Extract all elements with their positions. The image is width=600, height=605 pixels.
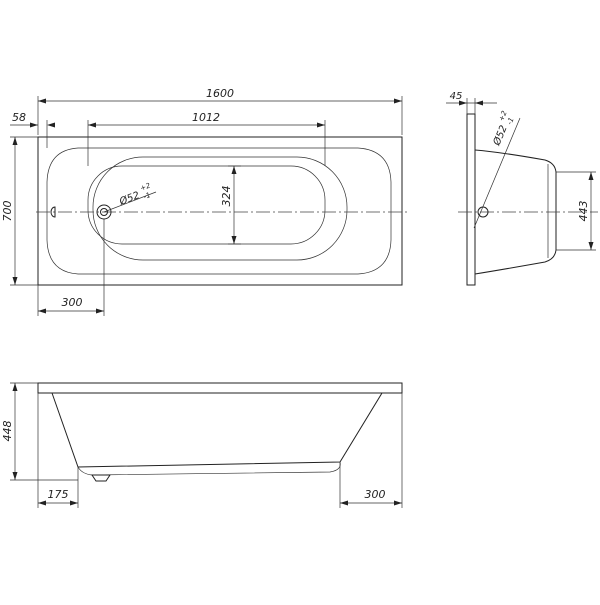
dim-448-arrow-bottom — [12, 472, 18, 480]
dim-58-arrow — [30, 122, 38, 128]
dim-324-arrow-bottom — [231, 236, 237, 244]
dim-443-label: 443 — [577, 201, 590, 222]
dim-58-arrow-inner — [47, 122, 55, 128]
side-drain-leader — [473, 117, 521, 229]
dim-1012-label: 1012 — [192, 111, 220, 124]
dim-175-label: 175 — [48, 488, 69, 501]
side-drain-diameter-label: Ø52 — [490, 124, 509, 149]
dim-700-arrow-bottom — [12, 277, 18, 285]
dim-1012-arrow-right — [317, 122, 325, 128]
dim-443-arrow-bottom — [588, 242, 594, 250]
drain-leader-line — [103, 191, 157, 213]
top-outer-rim — [37, 136, 403, 286]
dim-300-front-arrow-left — [340, 500, 348, 506]
overflow-icon — [50, 206, 56, 218]
side-drain-callout: Ø52 +2 -1 — [490, 109, 516, 149]
dim-300-front-label: 300 — [365, 488, 386, 501]
dim-700-label: 700 — [1, 201, 14, 222]
dim-324-arrow-top — [231, 166, 237, 174]
dim-448-label: 448 — [1, 421, 14, 442]
front-rim — [37, 382, 403, 394]
top-view: 1600 1012 58 700 324 300 — [1, 87, 410, 316]
drain-diameter-label: Ø52 — [117, 189, 141, 208]
dim-300-front-arrow-right — [394, 500, 402, 506]
top-basin-outline — [46, 147, 392, 275]
dim-448-arrow-top — [12, 383, 18, 391]
top-inner-basin-outer — [92, 156, 348, 261]
drain-inner-circle — [100, 208, 108, 216]
dim-45-arrow-left — [459, 100, 467, 106]
dim-1012-arrow-left — [88, 122, 96, 128]
side-rim — [466, 113, 476, 286]
side-body-outline — [474, 149, 557, 275]
dim-324-label: 324 — [220, 186, 233, 207]
side-drain-tol-upper: +2 — [497, 109, 509, 122]
dim-175-arrow-right — [70, 500, 78, 506]
side-view: 45 443 Ø52 +2 -1 — [446, 91, 598, 286]
drain-diameter-callout: Ø52 +2 -1 — [117, 181, 152, 208]
dim-58-label: 58 — [12, 111, 26, 124]
front-body-outline — [51, 392, 383, 468]
front-bottom-curve — [77, 461, 341, 476]
front-drain-outlet — [91, 474, 111, 482]
drain-tol-lower: -1 — [142, 191, 151, 201]
dim-45-label: 45 — [450, 91, 463, 102]
dim-1600-label: 1600 — [206, 87, 234, 100]
dim-300-top-arrow-right — [96, 308, 104, 314]
dim-1600-arrow-left — [38, 98, 46, 104]
dim-700-arrow-top — [12, 137, 18, 145]
dim-443-arrow-top — [588, 172, 594, 180]
side-drain-tol-lower: -1 — [506, 116, 516, 126]
drain-tol-upper: +2 — [139, 181, 152, 192]
dim-45-arrow-right — [475, 100, 483, 106]
front-view: 448 175 300 — [1, 382, 403, 508]
dim-1600-arrow-right — [394, 98, 402, 104]
top-inner-basin-inner — [87, 165, 326, 245]
dim-300-top-arrow-left — [38, 308, 46, 314]
dim-175-arrow-left — [38, 500, 46, 506]
dim-300-top-label: 300 — [62, 296, 83, 309]
